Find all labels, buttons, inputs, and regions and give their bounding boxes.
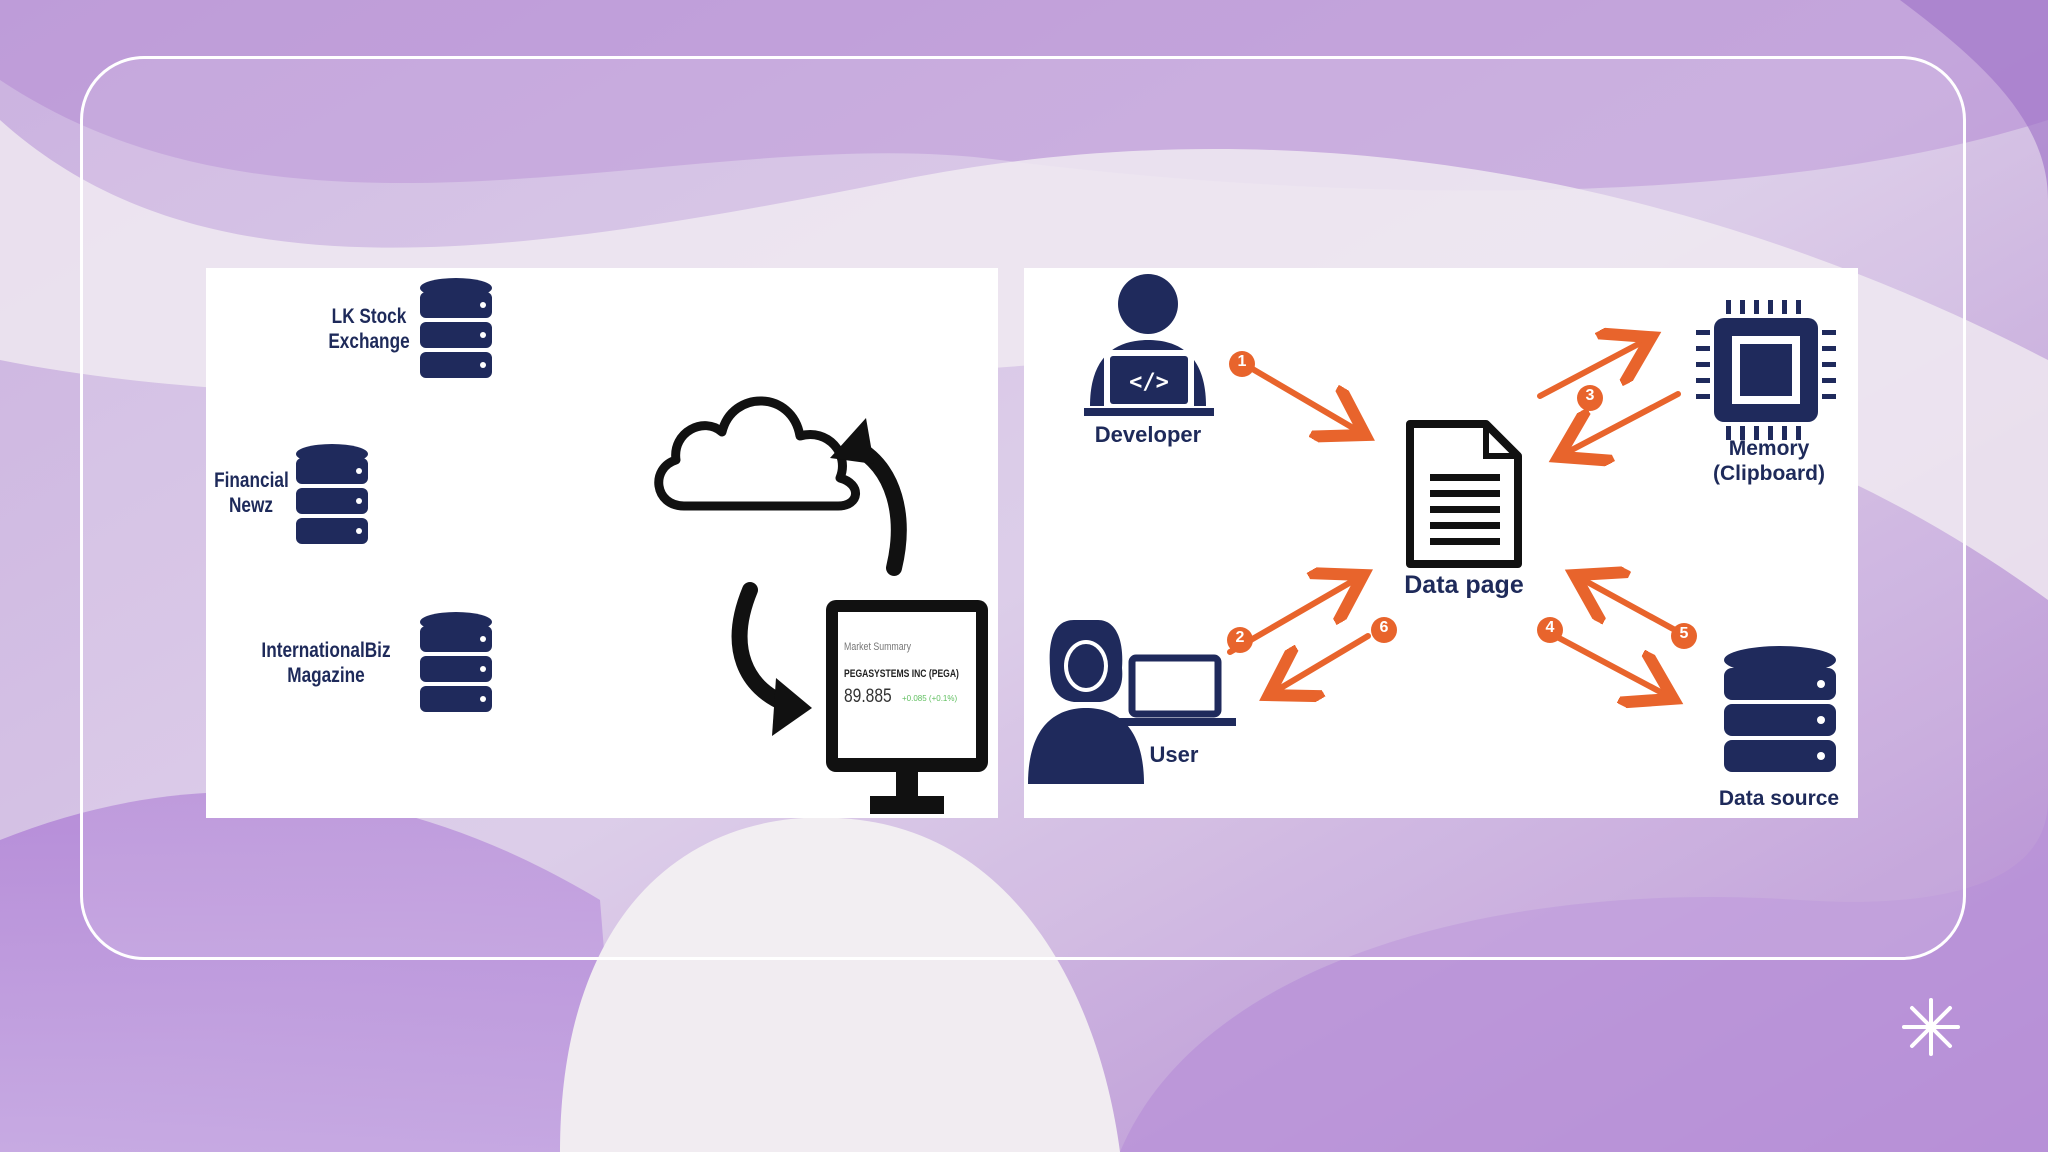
flow-arrow xyxy=(1241,361,1360,432)
step-number: 4 xyxy=(1545,619,1555,636)
flow-arrow xyxy=(1274,633,1371,692)
svg-text:</>: </> xyxy=(1129,370,1169,395)
developer-label: Developer xyxy=(1094,422,1202,447)
flow-arrow xyxy=(1580,578,1689,639)
curved-arrow-icon xyxy=(731,582,812,736)
curved-arrow-icon xyxy=(830,418,907,576)
step-number: 3 xyxy=(1585,387,1595,404)
document-icon xyxy=(1406,420,1522,568)
data-page-label: Data page xyxy=(1404,571,1524,599)
database-icon xyxy=(420,278,492,378)
stock-change: +0.085 (+0.1%) xyxy=(902,694,958,703)
user-icon xyxy=(1028,620,1144,784)
step-badge xyxy=(1229,351,1255,377)
chip-icon xyxy=(1696,300,1836,440)
monitor-icon xyxy=(826,600,988,814)
database-icon xyxy=(420,612,492,712)
flow-arrow xyxy=(1537,340,1646,399)
market-summary-header: Market Summary xyxy=(844,641,911,653)
developer-icon: </> xyxy=(1084,274,1214,416)
user-label: User xyxy=(1149,742,1199,767)
stock-price: 89.885 xyxy=(844,686,892,707)
step-number: 1 xyxy=(1237,353,1247,370)
step-number: 2 xyxy=(1235,629,1245,646)
flow-arrow xyxy=(1564,391,1681,454)
step-number: 5 xyxy=(1679,625,1689,642)
data-page-diagram: </> xyxy=(1024,268,1858,818)
database-icon xyxy=(296,444,368,544)
step-number: 6 xyxy=(1379,619,1389,636)
step-badge xyxy=(1577,385,1603,411)
flow-arrow xyxy=(1541,627,1668,696)
step-badge xyxy=(1537,617,1563,643)
sparkle-icon xyxy=(1902,998,1960,1056)
memory-label: Memory(Clipboard) xyxy=(1713,437,1825,486)
database-icon xyxy=(1724,646,1836,772)
cloud-icon xyxy=(654,396,860,511)
data-source-label: Data source xyxy=(1718,787,1840,810)
step-badge xyxy=(1227,627,1253,653)
step-badge xyxy=(1371,617,1397,643)
company-name: PEGASYSTEMS INC (PEGA) xyxy=(844,668,959,680)
step-badge xyxy=(1671,623,1697,649)
laptop-icon xyxy=(1116,654,1236,726)
